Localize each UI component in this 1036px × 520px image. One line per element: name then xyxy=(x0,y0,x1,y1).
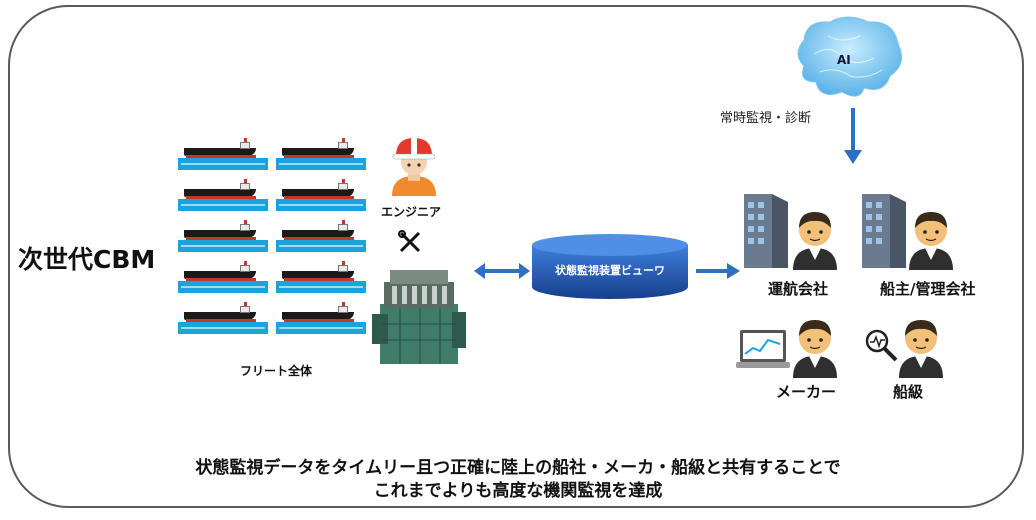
engineer-icon xyxy=(392,138,436,196)
monitoring-label: 常時監視・診断 xyxy=(720,111,812,126)
magnifier-icon xyxy=(865,329,898,362)
ship-icon xyxy=(276,138,366,172)
owner-person-icon xyxy=(909,212,953,270)
laptop-chart-icon xyxy=(736,330,790,368)
owner-building-icon xyxy=(862,194,906,268)
bidirectional-arrow-icon xyxy=(474,263,530,279)
wrench-screwdriver-icon xyxy=(398,230,421,253)
down-arrow-icon xyxy=(844,108,862,164)
right-arrow-icon xyxy=(696,263,740,279)
ship-icon xyxy=(178,261,268,295)
class-society-label: 船級 xyxy=(893,383,924,401)
fleet-label: フリート全体 xyxy=(240,364,313,378)
ship-icon xyxy=(276,302,366,336)
operator-label: 運航会社 xyxy=(768,280,829,298)
diagram-title: 次世代CBM xyxy=(18,245,156,274)
ship-icon xyxy=(178,138,268,172)
caption-line-2: これまでよりも高度な機関監視を達成 xyxy=(373,481,663,501)
marine-engine-icon xyxy=(372,270,466,364)
maker-person-icon xyxy=(793,320,837,378)
owner-label: 船主/管理会社 xyxy=(880,280,976,298)
ship-icon xyxy=(276,220,366,254)
maker-label: メーカー xyxy=(776,383,837,401)
caption-line-1: 状態監視データをタイムリー且つ正確に陸上の船社・メーカ・船級と共有することで xyxy=(195,458,841,478)
ship-icon xyxy=(178,179,268,213)
diagram-frame xyxy=(8,5,1024,508)
ship-icon xyxy=(276,261,366,295)
ai-brain-icon xyxy=(797,16,903,97)
viewer-label: 状態監視装置ビューワ xyxy=(555,264,665,277)
ship-icon xyxy=(178,220,268,254)
viewer-cylinder-icon xyxy=(532,234,688,299)
ai-label: AI xyxy=(837,53,851,67)
engineer-label: エンジニア xyxy=(381,205,442,219)
ship-icon xyxy=(276,179,366,213)
operator-person-icon xyxy=(793,212,837,270)
class-person-icon xyxy=(899,320,943,378)
ship-icon xyxy=(178,302,268,336)
operator-building-icon xyxy=(744,194,788,268)
